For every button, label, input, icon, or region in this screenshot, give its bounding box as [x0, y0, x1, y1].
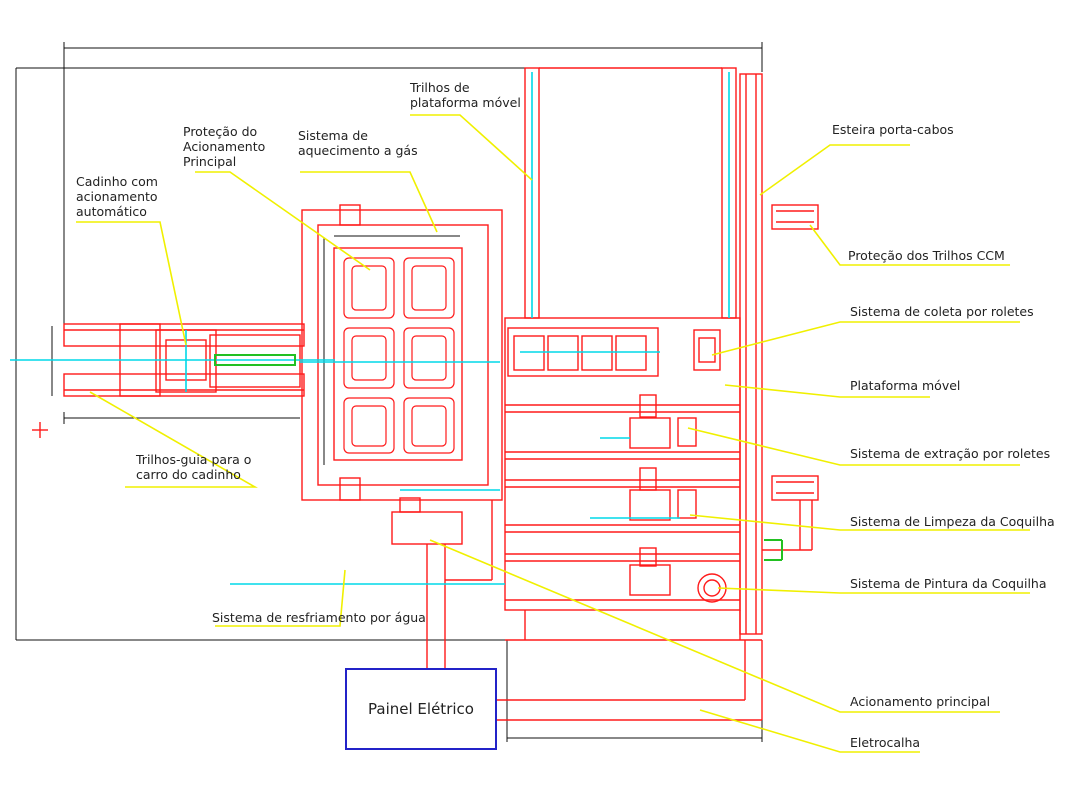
electrical-panel: Painel Elétrico	[345, 668, 497, 750]
label-aquecimento: Sistema de aquecimento a gás	[298, 128, 418, 158]
label-acionamento: Acionamento principal	[850, 694, 991, 709]
label-coleta: Sistema de coleta por roletes	[850, 304, 1034, 319]
label-cadinho: Cadinho com acionamento automático	[76, 174, 158, 219]
label-esteira: Esteira porta-cabos	[832, 122, 954, 137]
label-eletrocalha: Eletrocalha	[850, 735, 921, 750]
label-limpeza: Sistema de Limpeza da Coquilha	[850, 514, 1055, 529]
label-protecao-trilhos: Proteção dos Trilhos CCM	[848, 248, 1005, 263]
label-resfriamento: Sistema de resfriamento por água	[212, 610, 426, 625]
water-lines	[10, 72, 730, 585]
electrical-panel-label: Painel Elétrico	[368, 700, 474, 718]
label-trilhos-guia: Trilhos-guia para o carro do cadinho	[136, 452, 252, 482]
leader-lines	[76, 114, 1030, 753]
label-trilhos-plataforma: Trilhos de plataforma móvel	[410, 80, 521, 110]
label-extracao: Sistema de extração por roletes	[850, 446, 1051, 461]
green-parts	[214, 354, 783, 561]
label-plataforma: Plataforma móvel	[850, 378, 961, 393]
cross-marker	[32, 422, 48, 438]
label-pintura: Sistema de Pintura da Coquilha	[850, 576, 1047, 591]
label-protecao-acionamento: Proteção do Acionamento Principal	[183, 124, 266, 169]
structure	[63, 67, 819, 721]
